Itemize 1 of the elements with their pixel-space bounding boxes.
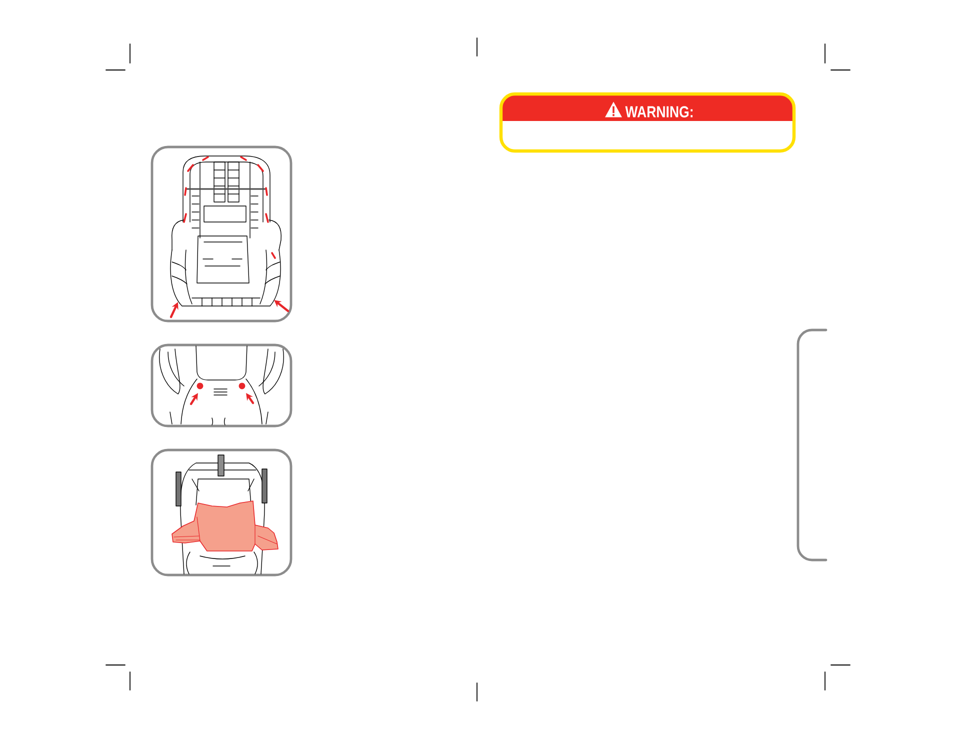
warning-box: WARNING:	[499, 92, 796, 153]
